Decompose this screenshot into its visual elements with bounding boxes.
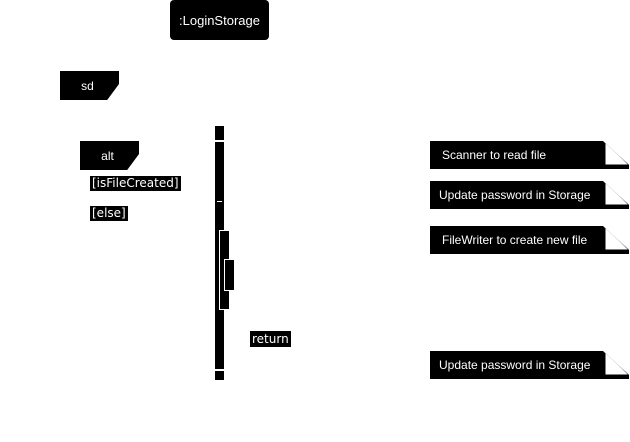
note-fold-icon — [605, 141, 629, 165]
return-message-label: return — [250, 331, 291, 347]
note-fold-icon — [605, 226, 629, 250]
note-text: FileWriter to create new file — [442, 233, 588, 247]
participant-label: :LoginStorage — [179, 12, 260, 28]
note-text: Update password in Storage — [439, 188, 591, 202]
note-fold-icon — [605, 181, 629, 205]
sd-frame-tag: sd — [60, 71, 119, 100]
alt-fragment-tag: alt — [80, 141, 139, 170]
lifeline-tick — [217, 201, 222, 202]
note-update-password: Update password in Storage — [430, 181, 629, 209]
note-update-password-else: Update password in Storage — [430, 351, 629, 379]
guard-else: [else] — [90, 206, 128, 221]
note-scanner-read-file: Scanner to read file — [430, 141, 629, 169]
alt-fragment-label: alt — [101, 148, 114, 163]
lifeline-segment-top — [215, 126, 224, 140]
participant-login-storage: :LoginStorage — [170, 0, 269, 40]
note-filewriter-create-file: FileWriter to create new file — [430, 226, 629, 254]
note-text: Update password in Storage — [439, 358, 591, 372]
note-fold-icon — [605, 351, 629, 375]
note-text: Scanner to read file — [442, 148, 547, 162]
activation-bar-inner — [224, 259, 235, 291]
lifeline-segment-bottom — [215, 371, 224, 380]
sd-frame-label: sd — [81, 78, 94, 93]
guard-is-file-created: [isFileCreated] — [90, 176, 181, 191]
